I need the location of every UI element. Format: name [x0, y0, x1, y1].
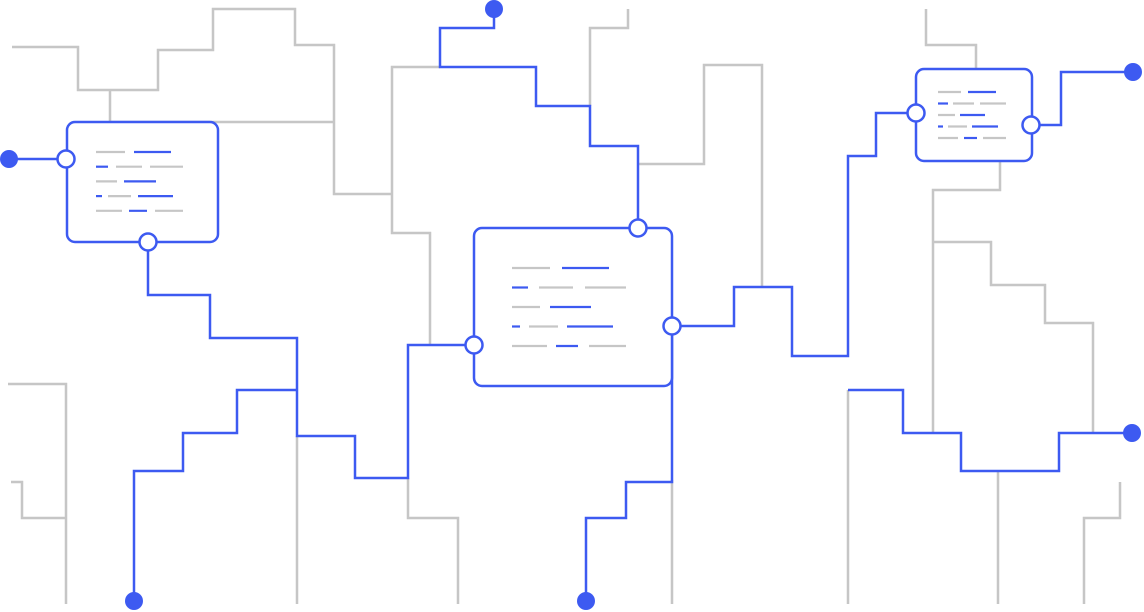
endpoint-dot-icon	[125, 592, 143, 610]
blue-connector-line	[672, 111, 916, 358]
gray-connector-line	[11, 480, 66, 520]
blue-connector-line	[848, 388, 1132, 473]
endpoint-dot-icon	[577, 592, 595, 610]
endpoint-dot-icon	[1124, 63, 1142, 81]
card-left	[65, 120, 220, 244]
blue-connector-line	[584, 326, 674, 601]
card-center	[472, 226, 674, 388]
gray-connector-line	[406, 478, 460, 604]
gray-connector-line	[933, 240, 1095, 433]
blue-connector-line	[438, 9, 640, 228]
blue-connectors	[9, 9, 1133, 601]
card-nodes	[65, 67, 1034, 388]
gray-connector-line	[1082, 482, 1122, 604]
gray-connectors	[8, 7, 1122, 604]
card-right	[914, 67, 1034, 163]
port-circle-icon	[662, 316, 682, 336]
port-circle-icon	[138, 232, 158, 252]
port-circle-icon	[628, 218, 648, 238]
gray-connector-line	[12, 7, 392, 196]
blue-connector-line	[1031, 70, 1133, 127]
blue-connector-line	[132, 388, 297, 601]
gray-connector-line	[588, 9, 630, 106]
endpoint-dot-icon	[1123, 424, 1141, 442]
gray-connector-line	[638, 63, 764, 288]
port-circle-icon	[1021, 115, 1041, 135]
endpoint-dot-icon	[0, 150, 18, 168]
gray-connector-line	[931, 161, 1002, 433]
blue-connector-line	[146, 242, 474, 480]
port-circle-icon	[56, 149, 76, 169]
gray-connector-line	[924, 9, 978, 69]
gray-connector-line	[8, 382, 68, 604]
endpoint-dot-icon	[485, 0, 503, 18]
gray-connector-line	[390, 65, 440, 345]
port-circle-icon	[464, 335, 484, 355]
gray-connector-line	[108, 90, 334, 124]
port-circle-icon	[906, 103, 926, 123]
